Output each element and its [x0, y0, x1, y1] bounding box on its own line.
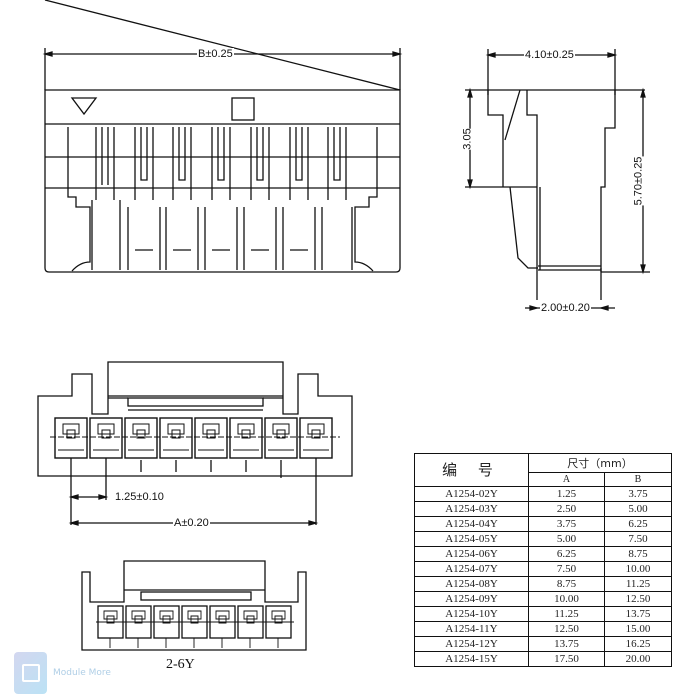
column-b-header: B — [604, 472, 672, 487]
front-view — [42, 0, 403, 273]
b-value-cell: 8.75 — [604, 546, 672, 562]
b-value-cell: 3.75 — [604, 486, 672, 502]
b-value-cell: 12.50 — [604, 591, 672, 607]
b-value-cell: 5.00 — [604, 501, 672, 517]
size-header: 尺寸（mm） — [528, 453, 672, 473]
b-value-cell: 10.00 — [604, 561, 672, 577]
a-value-cell: 11.25 — [528, 606, 605, 622]
column-a-header: A — [528, 472, 605, 487]
a-value-cell: 2.50 — [528, 501, 605, 517]
top-width-dimension-label: 4.10±0.25 — [524, 49, 575, 61]
b-value-cell: 20.00 — [604, 651, 672, 667]
width-dimension-label: B±0.25 — [197, 48, 234, 60]
part-number-cell: A1254-03Y — [414, 501, 529, 517]
a-value-cell: 8.75 — [528, 576, 605, 592]
part-number-cell: A1254-08Y — [414, 576, 529, 592]
part-number-cell: A1254-15Y — [414, 651, 529, 667]
a-value-cell: 13.75 — [528, 636, 605, 652]
pitch-dimension-label: 1.25±0.10 — [114, 491, 165, 503]
part-number-cell: A1254-02Y — [414, 486, 529, 502]
a-value-cell: 12.50 — [528, 621, 605, 637]
part-number-cell: A1254-12Y — [414, 636, 529, 652]
triangle-marker-icon — [70, 97, 98, 116]
b-value-cell: 6.25 — [604, 516, 672, 532]
part-number-cell: A1254-10Y — [414, 606, 529, 622]
a-value-cell: 1.25 — [528, 486, 605, 502]
small-view-2-6y — [81, 560, 307, 651]
side-view — [465, 49, 650, 311]
a-value-cell: 17.50 — [528, 651, 605, 667]
a-value-cell: 5.00 — [528, 531, 605, 547]
partial-height-dimension-label: 3.05 — [461, 128, 474, 150]
b-value-cell: 13.75 — [604, 606, 672, 622]
total-height-dimension-label: 5.70±0.25 — [632, 156, 645, 206]
part-number-cell: A1254-05Y — [414, 531, 529, 547]
part-number-cell: A1254-09Y — [414, 591, 529, 607]
part-number-cell: A1254-07Y — [414, 561, 529, 577]
b-value-cell: 7.50 — [604, 531, 672, 547]
part-number-cell: A1254-06Y — [414, 546, 529, 562]
b-value-cell: 15.00 — [604, 621, 672, 637]
watermark: Module More — [14, 652, 111, 694]
part-number-cell: A1254-11Y — [414, 621, 529, 637]
a-value-cell: 3.75 — [528, 516, 605, 532]
bottom-view — [37, 361, 353, 526]
b-value-cell: 11.25 — [604, 576, 672, 592]
square-marker-icon — [231, 97, 255, 121]
bottom-width-dimension-label: 2.00±0.20 — [540, 302, 591, 314]
a-value-cell: 7.50 — [528, 561, 605, 577]
small-view-caption: 2-6Y — [166, 657, 195, 672]
a-value-cell: 6.25 — [528, 546, 605, 562]
b-value-cell: 16.25 — [604, 636, 672, 652]
chip-logo-icon — [14, 652, 47, 694]
span-dimension-label: A±0.20 — [173, 517, 210, 529]
part-number-cell: A1254-04Y — [414, 516, 529, 532]
watermark-text: Module More — [53, 668, 111, 678]
a-value-cell: 10.00 — [528, 591, 605, 607]
part-number-header: 编 号 — [414, 453, 529, 487]
